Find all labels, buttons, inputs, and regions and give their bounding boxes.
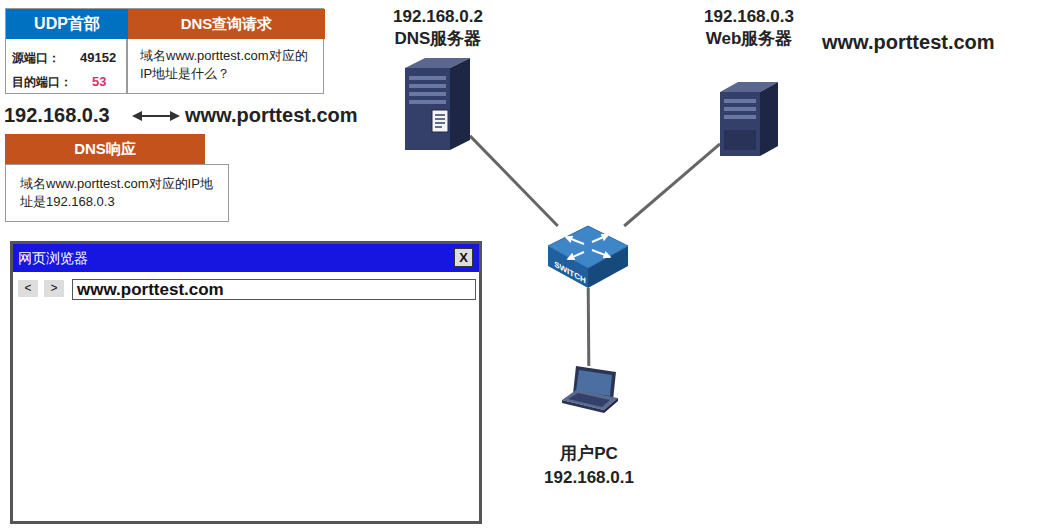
dns-server: 192.168.0.2 DNS服务器 [405,55,470,150]
box-heading: DNS查询请求 [128,9,325,39]
server-label: 192.168.0.2 DNS服务器 [378,6,498,50]
laptop-icon [562,366,618,413]
web-server-icon [720,82,778,156]
web-server: 192.168.0.3 Web服务器 [720,82,778,156]
field-name: 目的端口： [12,75,72,89]
nav-symbol: > [44,280,64,297]
dns-query-box: DNS查询请求域名www.porttest.com对应的IP地址是什么？ [127,8,324,94]
dns-server-icon [405,58,470,150]
back-button: < [18,280,38,297]
field-value: 53 [92,74,106,90]
close-button: X [454,248,473,267]
browser-window: 网页浏览器X < > www.porttest.com [10,241,482,524]
user-pc: 用户PC 192.168.0.1 [560,366,618,422]
box-heading: DNS响应 [5,134,205,164]
network-link [470,136,558,226]
network-link [624,144,720,226]
box-body: 域名www.porttest.com对应的IP地址是什么？ [140,47,318,83]
box-heading: UDP首部 [6,9,128,39]
switch-mark: SWITCH [550,256,590,290]
switch: SWITCH [548,226,628,288]
nav-symbol: < [18,280,38,297]
address-text: www.porttest.com [77,280,224,299]
field-value: 49152 [80,50,116,66]
mapping-arrow [134,115,178,117]
pc-label: 用户PC 192.168.0.1 [529,442,649,490]
server-label: 192.168.0.3 Web服务器 [689,6,809,50]
domain-name: www.porttest.com [185,103,358,127]
box-body: 域名www.porttest.com对应的IP地址是192.168.0.3 [5,164,229,222]
switch-icon [548,226,628,288]
domain-name: www.porttest.com [822,30,995,54]
window-title: 网页浏览器 [13,244,479,272]
network-link [587,288,591,366]
udp-header-box: UDP首部源端口： 49152 目的端口： 53 [5,8,127,94]
address-bar: www.porttest.com [72,279,476,300]
ip-address: 192.168.0.3 [4,103,110,127]
field-name: 源端口： [12,51,60,65]
dns-response-box: DNS响应域名www.porttest.com对应的IP地址是192.168.0… [5,134,229,222]
forward-button: > [44,280,64,297]
